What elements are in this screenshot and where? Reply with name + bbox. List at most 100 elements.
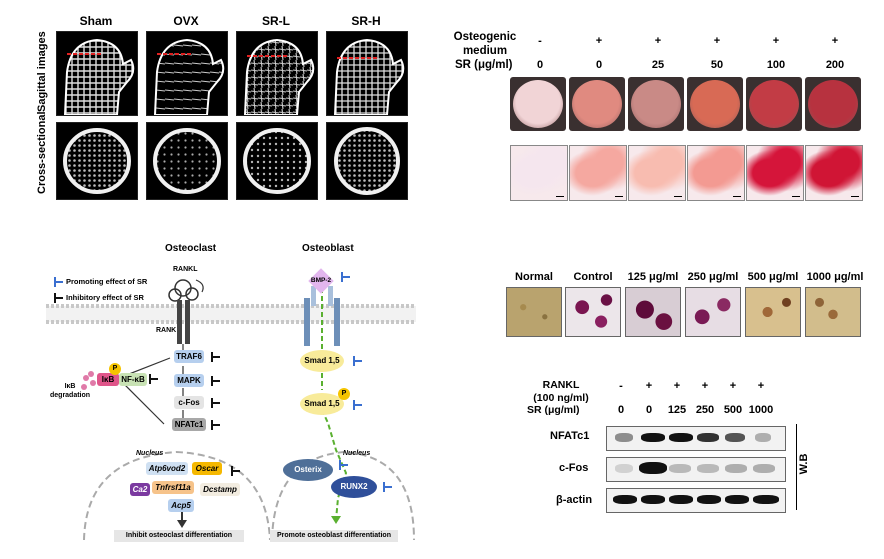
- promote-icon: [383, 482, 392, 492]
- osterix-node: Osterix: [283, 459, 333, 481]
- blot-band: [753, 495, 779, 504]
- rankl-value: +: [701, 380, 709, 392]
- wb-sr-value: 500: [723, 404, 743, 416]
- blot-band: [755, 433, 771, 442]
- culture-dish-image: [687, 77, 743, 131]
- rankl-value: +: [757, 380, 765, 392]
- blot-band: [669, 464, 691, 473]
- culture-well: [808, 80, 858, 128]
- runx2-node: RUNX2: [331, 476, 377, 498]
- alizarin-micrograph: [687, 145, 745, 201]
- rankl-label: RANKL: [173, 266, 198, 273]
- alizarin-sr-label: SR (μg/ml): [455, 59, 513, 71]
- blot-band: [725, 433, 745, 442]
- trap-image-normal: [506, 287, 562, 337]
- blot-band: [641, 433, 665, 442]
- alizarin-micrograph: [746, 145, 804, 201]
- culture-well: [631, 80, 681, 128]
- blot-band: [669, 495, 693, 504]
- blot-band: [753, 464, 775, 473]
- inhibit-icon: [231, 466, 240, 476]
- alizarin-micrograph: [805, 145, 863, 201]
- blot-band: [615, 433, 633, 442]
- blot-band: [697, 495, 721, 504]
- legend-promoting: Promoting effect of SR: [66, 277, 148, 286]
- wb-sr-value: 0: [645, 404, 653, 416]
- group-label-sr-l: SR-L: [262, 14, 290, 28]
- nfatc1-node: NFATc1: [172, 418, 206, 431]
- cross-image-ovx: [146, 122, 228, 200]
- blot-band: [725, 464, 747, 473]
- ikb-node: IκB: [97, 373, 119, 386]
- culture-dish-image: [569, 77, 625, 131]
- wb-sr-label: SR (μg/ml): [527, 404, 580, 416]
- osteogenic-value: -: [538, 35, 542, 47]
- culture-well: [572, 80, 622, 128]
- cfos-node: c-Fos: [174, 396, 204, 409]
- sr-concentration: 50: [710, 59, 724, 71]
- inhibit-icon: [149, 374, 158, 384]
- gene-dcstamp: Dcstamp: [200, 483, 240, 496]
- bmp2-label: BMP-2: [310, 277, 332, 284]
- cell-membrane: [46, 304, 416, 324]
- promoting-legend-icon: [54, 277, 63, 287]
- osteogenic-value: +: [654, 35, 662, 47]
- trap-label: 1000 μg/ml: [806, 271, 864, 283]
- wb-sr-value: 250: [695, 404, 715, 416]
- sr-concentration: 0: [536, 59, 544, 71]
- rankl-value: -: [619, 380, 623, 392]
- protein-label-nfatc1: NFATc1: [550, 430, 590, 442]
- osteogenic-value: +: [772, 35, 780, 47]
- gene-acp5: Acp5: [168, 499, 194, 512]
- blot-band: [725, 495, 749, 504]
- sagittal-image-sr-l: [236, 31, 318, 116]
- gene-oscar: Oscar: [192, 462, 222, 475]
- blot-band: [615, 464, 633, 473]
- rankl-value: +: [729, 380, 737, 392]
- sr-concentration: 100: [766, 59, 786, 71]
- cross-image-sr-h: [326, 122, 408, 200]
- phospho-icon: P: [109, 363, 121, 375]
- wb-side-label: W.B: [798, 453, 810, 475]
- sr-concentration: 200: [825, 59, 845, 71]
- sr-concentration: 0: [595, 59, 603, 71]
- sagittal-image-ovx: [146, 31, 228, 116]
- wb-sr-value: 125: [667, 404, 687, 416]
- wb-sr-value: 0: [617, 404, 625, 416]
- scale-bar: [851, 196, 859, 197]
- promote-icon: [353, 356, 362, 366]
- inhibit-icon: [211, 376, 220, 386]
- blot-band: [697, 433, 719, 442]
- osteogenic-value: +: [595, 35, 603, 47]
- smad-phospho-node: Smad 1,5: [300, 393, 344, 415]
- rankl-value: +: [673, 380, 681, 392]
- blot-band: [669, 433, 693, 442]
- group-label-ovx: OVX: [173, 14, 199, 28]
- culture-dish-image: [510, 77, 566, 131]
- blot-row-cfos: [606, 457, 786, 482]
- trap-label: 250 μg/ml: [687, 271, 739, 283]
- trap-label: 500 μg/ml: [747, 271, 799, 283]
- group-label-sham: Sham: [79, 14, 113, 28]
- group-label-sr-h: SR-H: [351, 14, 381, 28]
- inhibit-result: Inhibit osteoclast differentiation: [114, 530, 244, 542]
- mapk-node: MAPK: [174, 374, 204, 387]
- blot-band: [639, 462, 667, 474]
- ikb-degradation-label: IκB degradation: [50, 383, 91, 399]
- alizarin-micrograph: [628, 145, 686, 201]
- wb-bracket-line: [796, 424, 797, 510]
- sagittal-image-sham: [56, 31, 138, 116]
- sagittal-image-sr-h: [326, 31, 408, 116]
- gene-atp6vod2: Atp6vod2: [146, 462, 188, 475]
- gene-tnfrsf11a: Tnfrsf11a: [152, 481, 194, 494]
- trap-image-125: [625, 287, 681, 337]
- inhibit-icon: [211, 352, 220, 362]
- blot-row-actin: [606, 488, 786, 513]
- trap-label: 125 μg/ml: [627, 271, 679, 283]
- nfkb-node: NF-κB: [119, 373, 147, 386]
- promote-icon: [339, 460, 348, 470]
- culture-well: [749, 80, 799, 128]
- blot-band: [697, 464, 719, 473]
- trap-image-500: [745, 287, 801, 337]
- osteogenic-value: +: [713, 35, 721, 47]
